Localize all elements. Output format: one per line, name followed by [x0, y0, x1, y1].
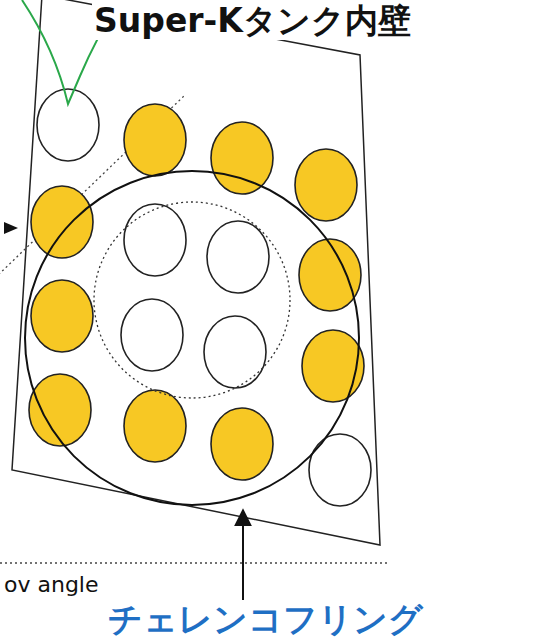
angle-label: ov angle	[2, 572, 101, 597]
pmt-hit	[29, 374, 91, 446]
wall-label: Super-Kタンク内壁	[92, 2, 413, 40]
cone-axis-line	[0, 562, 388, 563]
cherenkov-ring	[25, 171, 359, 505]
pmt-hit	[124, 390, 186, 462]
pmt-hit	[295, 149, 357, 221]
leader-arrow	[242, 510, 244, 600]
pmt-unlit	[204, 316, 266, 388]
pointer-arrow	[4, 222, 18, 234]
ring-label: チェレンコフリング	[106, 600, 425, 639]
pmt-unlit	[207, 221, 269, 293]
pmt-hit	[31, 186, 93, 258]
pmt-unlit	[121, 299, 183, 371]
tank-wall-plane	[12, 0, 380, 545]
pmt-hit	[31, 280, 93, 352]
inner-dotted-ring	[94, 202, 290, 398]
pmt-hit	[124, 104, 186, 176]
pmt-hit	[302, 330, 364, 402]
pmt-hit	[211, 408, 273, 480]
pmt-hit	[299, 239, 361, 311]
pmt-unlit	[309, 434, 371, 506]
pmt-unlit	[124, 204, 186, 276]
pmt-array	[29, 89, 371, 506]
pmt-hit	[211, 122, 273, 194]
